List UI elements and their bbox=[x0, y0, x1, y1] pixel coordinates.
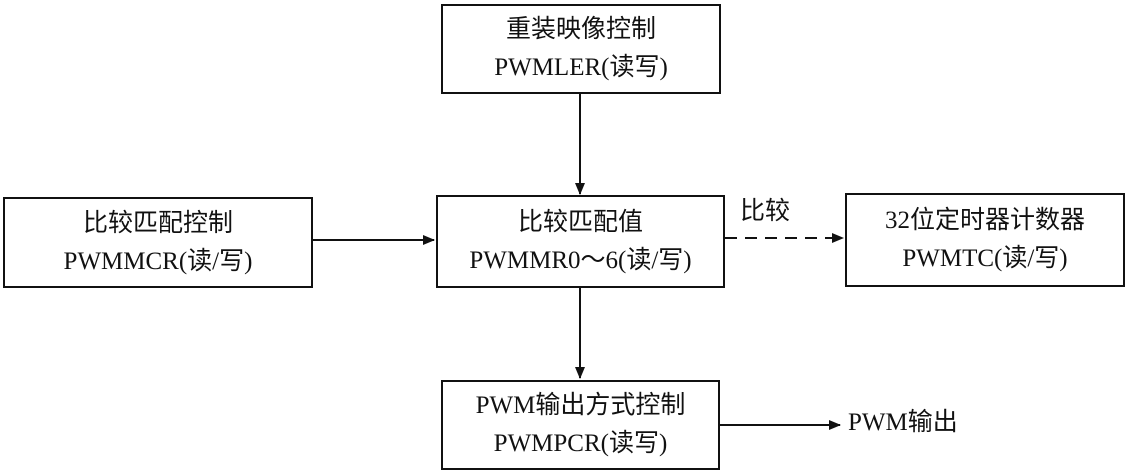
output-mode-control-title: PWM输出方式控制 bbox=[475, 392, 686, 419]
timer-counter-register: PWMTC(读/写) bbox=[902, 245, 1068, 272]
compare-label: 比较 bbox=[740, 198, 791, 225]
reload-control-title: 重装映像控制 bbox=[505, 16, 656, 43]
match-value-title: 比较匹配值 bbox=[517, 208, 643, 236]
match-control-box: 比较匹配控制 PWMMCR(读/写) bbox=[3, 197, 313, 288]
match-control-register: PWMMCR(读/写) bbox=[63, 247, 253, 275]
timer-counter-box: 32位定时器计数器 PWMTC(读/写) bbox=[845, 193, 1125, 287]
match-value-register: PWMMR0～6(读/写) bbox=[469, 246, 692, 274]
reload-control-box: 重装映像控制 PWMLER(读写) bbox=[441, 4, 721, 94]
match-value-box: 比较匹配值 PWMMR0～6(读/写) bbox=[436, 195, 725, 288]
reload-control-register: PWMLER(读写) bbox=[494, 54, 668, 81]
match-control-title: 比较匹配控制 bbox=[82, 209, 233, 237]
timer-counter-title: 32位定时器计数器 bbox=[884, 207, 1085, 234]
output-mode-control-box: PWM输出方式控制 PWMPCR(读写) bbox=[441, 380, 720, 470]
output-mode-control-register: PWMPCR(读写) bbox=[493, 430, 668, 457]
pwm-output-label: PWM输出 bbox=[848, 409, 958, 436]
